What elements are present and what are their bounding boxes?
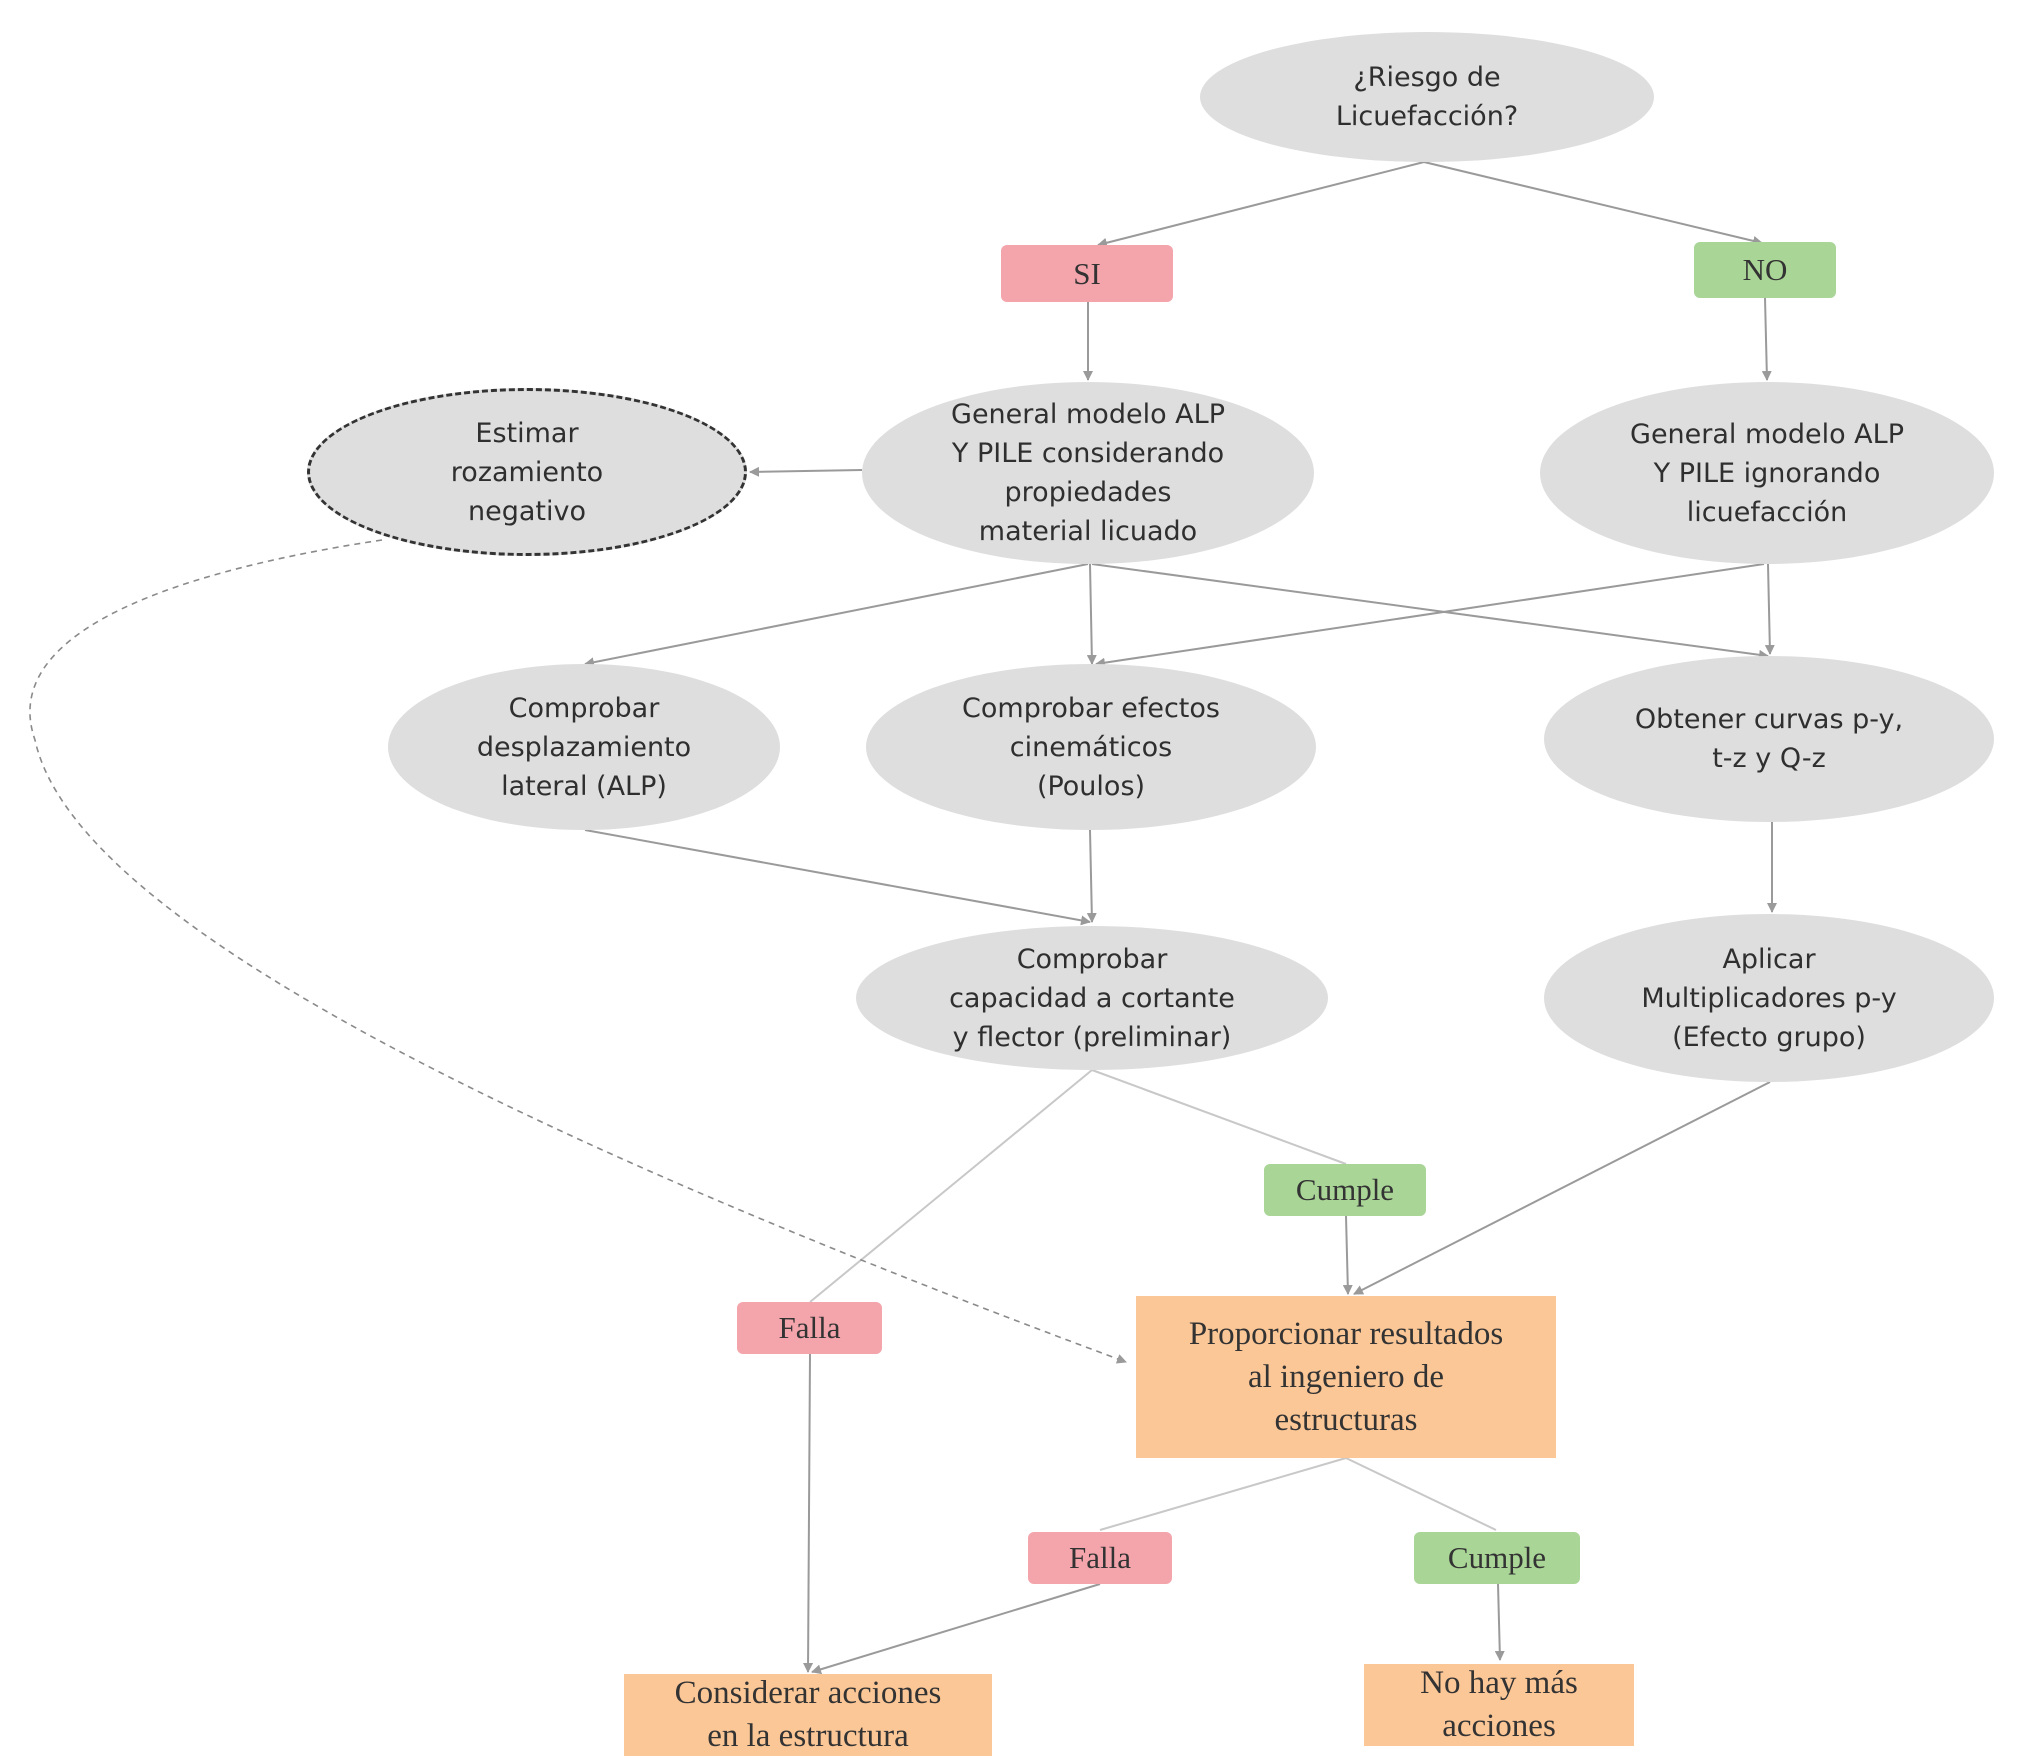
label-si: SI: [1001, 245, 1173, 302]
edge-resultados-to-falla2: [1099, 1457, 1347, 1531]
node-desplazamiento-lateral: Comprobar desplazamiento lateral (ALP): [388, 664, 780, 830]
edge-modelo-licuado-to-cinematicos: [1086, 563, 1097, 665]
node-rozamiento-negativo: Estimar rozamiento negativo: [307, 388, 747, 556]
node-proporcionar-resultados-text: Proporcionar resultados al ingeniero de …: [1188, 1315, 1504, 1438]
node-modelo-licuado-text: General modelo ALP Y PILE considerando p…: [951, 399, 1225, 547]
node-multiplicadores-py-text: Aplicar Multiplicadores p-y (Efecto grup…: [1641, 943, 1897, 1053]
node-riesgo-licuefaccion-text: ¿Riesgo de Licuefacción?: [1335, 62, 1519, 132]
edge-capacidad-to-falla: [809, 1069, 1093, 1303]
label-falla-1-text: Falla: [778, 1310, 841, 1345]
node-capacidad-cortante: Comprobar capacidad a cortante y flector…: [856, 926, 1328, 1070]
node-rozamiento-negativo-text: Estimar rozamiento negativo: [450, 417, 604, 527]
label-falla-2: Falla: [1028, 1532, 1172, 1584]
label-falla-1: Falla: [737, 1302, 882, 1354]
edge-falla2-to-considerar: [811, 1583, 1101, 1675]
label-si-text: SI: [1073, 255, 1101, 291]
node-considerar-acciones-text: Considerar acciones en la estructura: [674, 1675, 942, 1754]
edge-modelo-ignorando-to-curvas: [1764, 563, 1775, 655]
node-efectos-cinematicos-text: Comprobar efectos cinemáticos (Poulos): [962, 692, 1220, 802]
edge-falla-to-considerar: [803, 1353, 814, 1673]
node-capacidad-cortante-text: Comprobar capacidad a cortante y flector…: [949, 943, 1235, 1053]
edge-resultados-to-cumple2: [1345, 1457, 1497, 1531]
label-no-text: NO: [1742, 252, 1788, 287]
node-no-mas-acciones-text: No hay más acciones: [1420, 1665, 1578, 1744]
edge-modelo-to-rozamiento: [749, 466, 863, 477]
edge-cinematicos-to-capacidad: [1086, 829, 1097, 923]
edge-modelo-licuado-to-desplazamiento: [584, 563, 1089, 668]
label-cumple-2-text: Cumple: [1447, 1540, 1547, 1575]
edge-desplazamiento-to-capacidad: [584, 829, 1091, 926]
node-no-mas-acciones: No hay más acciones: [1364, 1664, 1634, 1746]
edge-cumple2-to-no-acciones: [1494, 1583, 1505, 1661]
label-cumple-2: Cumple: [1414, 1532, 1580, 1584]
node-riesgo-licuefaccion: ¿Riesgo de Licuefacción?: [1200, 32, 1654, 162]
edge-riesgo-to-no: [1423, 161, 1763, 246]
node-proporcionar-resultados: Proporcionar resultados al ingeniero de …: [1136, 1296, 1556, 1458]
label-cumple-1: Cumple: [1264, 1164, 1426, 1216]
edge-multiplicadores-to-resultados: [1353, 1081, 1771, 1295]
node-desplazamiento-lateral-text: Comprobar desplazamiento lateral (ALP): [476, 692, 692, 802]
node-curvas-py-text: Obtener curvas p-y, t-z y Q-z: [1634, 704, 1904, 774]
node-modelo-licuado: General modelo ALP Y PILE considerando p…: [862, 382, 1314, 564]
edge-modelo-ignorando-to-cinematicos: [1095, 563, 1765, 668]
node-modelo-ignorando: General modelo ALP Y PILE ignorando licu…: [1540, 382, 1994, 564]
node-modelo-ignorando-text: General modelo ALP Y PILE ignorando licu…: [1630, 418, 1904, 528]
edge-cumple-to-resultados: [1342, 1215, 1353, 1295]
edge-no-to-modelo-ignorando: [1761, 297, 1772, 381]
label-falla-2-text: Falla: [1069, 1540, 1131, 1575]
edge-riesgo-to-si: [1097, 161, 1425, 248]
node-considerar-acciones: Considerar acciones en la estructura: [624, 1674, 992, 1756]
node-efectos-cinematicos: Comprobar efectos cinemáticos (Poulos): [866, 664, 1316, 830]
label-no: NO: [1694, 242, 1836, 298]
edge-capacidad-to-cumple: [1091, 1069, 1347, 1165]
label-cumple-1-text: Cumple: [1295, 1172, 1395, 1207]
edge-modelo-licuado-to-curvas: [1091, 563, 1769, 660]
node-multiplicadores-py: Aplicar Multiplicadores p-y (Efecto grup…: [1544, 914, 1994, 1082]
node-curvas-py: Obtener curvas p-y, t-z y Q-z: [1544, 656, 1994, 822]
